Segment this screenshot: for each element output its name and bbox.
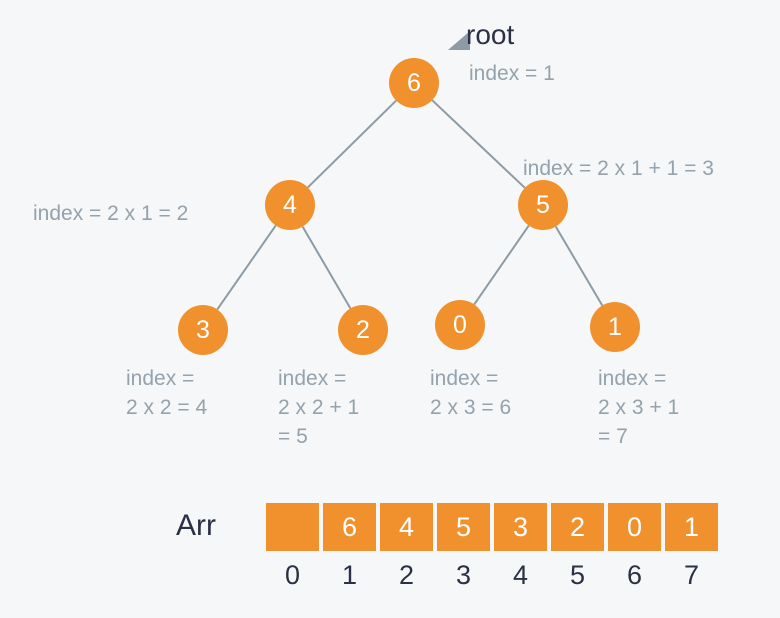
array-index-7: 7: [683, 560, 700, 590]
array-index-4: 4: [512, 560, 529, 590]
annotation-line: index = 2 x 1 = 2: [33, 202, 189, 225]
annotation-line: 2 x 2 + 1: [278, 396, 360, 419]
tree-edge: [301, 226, 352, 309]
annotation-a-n7: index = 2 x 3 + 1 = 7: [598, 364, 679, 451]
annotation-line: index = 1: [469, 62, 555, 85]
tree-node-1[interactable]: 6: [389, 58, 439, 108]
tree-edge: [307, 99, 397, 189]
annotation-line: index =: [126, 367, 195, 390]
annotation-line: = 5: [278, 425, 308, 448]
tree-node-3[interactable]: 5: [518, 180, 568, 230]
array-cell-6[interactable]: 0: [608, 503, 661, 551]
tree-edge: [431, 99, 526, 189]
array-cell-0[interactable]: [266, 503, 319, 551]
array-cell-5[interactable]: 2: [551, 503, 604, 551]
annotation-line: = 7: [598, 425, 628, 448]
annotation-a-left2: index = 2 x 1 = 2: [33, 199, 188, 228]
tree-node-7[interactable]: 1: [590, 302, 640, 352]
array-index-0: 0: [284, 560, 301, 590]
root-pointer-arrow-icon: [447, 30, 471, 52]
array-name-label: Arr: [176, 509, 216, 542]
tree-edge: [554, 226, 604, 306]
annotation-a-n4: index = 2 x 2 = 4: [126, 364, 207, 422]
tree-node-4[interactable]: 3: [178, 305, 228, 355]
array-cell-7[interactable]: 1: [665, 503, 718, 551]
annotation-a-right3: index = 2 x 1 + 1 = 3: [523, 154, 714, 183]
array-cell-3[interactable]: 5: [437, 503, 490, 551]
array-index-3: 3: [455, 560, 472, 590]
array-cell-4[interactable]: 3: [494, 503, 547, 551]
annotation-line: index = 2 x 1 + 1 = 3: [523, 157, 714, 180]
tree-node-5[interactable]: 2: [338, 305, 388, 355]
tree-node-6[interactable]: 0: [435, 300, 485, 350]
annotation-line: index =: [598, 367, 667, 390]
array-index-1: 1: [341, 560, 358, 590]
array-index-2: 2: [398, 560, 415, 590]
tree-edge: [473, 224, 530, 306]
annotation-line: 2 x 2 = 4: [126, 396, 208, 419]
annotation-a-n5: index = 2 x 2 + 1 = 5: [278, 364, 359, 451]
annotation-line: index =: [278, 367, 347, 390]
annotation-line: 2 x 3 + 1: [598, 396, 680, 419]
annotation-line: 2 x 3 = 6: [430, 396, 512, 419]
array-index-5: 5: [569, 560, 586, 590]
array-index-labels: 0 1 2 3 4 5 6 7: [266, 557, 718, 593]
annotation-a-n6: index = 2 x 3 = 6: [430, 364, 511, 422]
root-label: root: [466, 19, 515, 50]
annotation-a-root: index = 1: [469, 59, 555, 88]
array-cell-1[interactable]: 6: [323, 503, 376, 551]
tree-edge: [216, 224, 277, 311]
array-cell-2[interactable]: 4: [380, 503, 433, 551]
tree-node-2[interactable]: 4: [265, 180, 315, 230]
annotation-line: index =: [430, 367, 499, 390]
array-index-6: 6: [626, 560, 643, 590]
